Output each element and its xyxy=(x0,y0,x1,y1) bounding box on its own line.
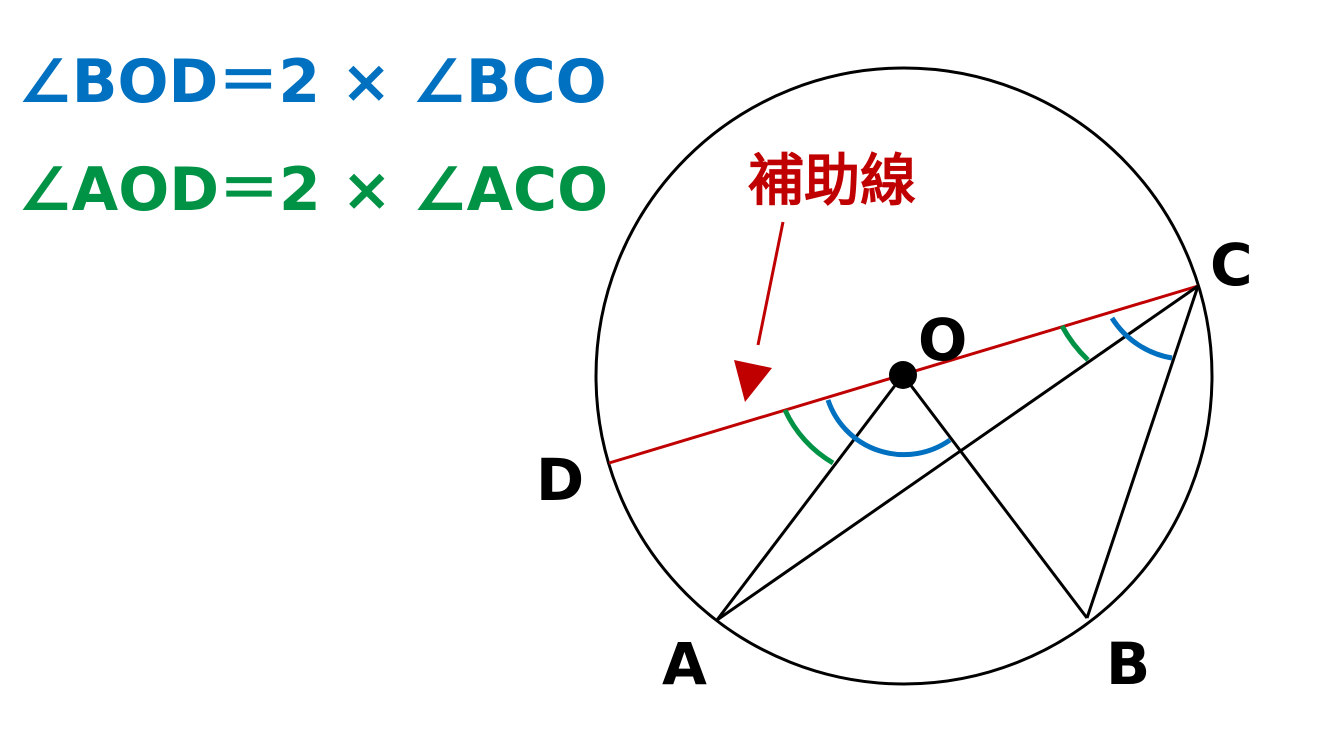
label-a: A xyxy=(662,630,707,698)
label-c: C xyxy=(1210,231,1253,299)
equation-bod: ∠BOD＝2 × ∠BCO xyxy=(18,47,607,117)
segment-ca xyxy=(716,284,1199,622)
angle-aod-arc xyxy=(782,408,835,466)
center-point-o xyxy=(889,361,917,389)
segment-cb xyxy=(1085,285,1200,619)
label-d: D xyxy=(536,446,584,514)
circle xyxy=(594,66,1214,686)
segment-oa xyxy=(715,374,905,621)
arrow-head-icon xyxy=(734,360,772,402)
arrow-shaft xyxy=(756,221,785,346)
angle-bod-arc xyxy=(825,399,952,458)
equation-aod: ∠AOD＝2 × ∠ACO xyxy=(18,155,608,225)
angle-bco-arc xyxy=(1109,316,1173,361)
label-b: B xyxy=(1106,630,1150,698)
auxiliary-line-label: 補助線 xyxy=(748,149,916,214)
segment-ob xyxy=(901,374,1089,619)
angle-aco-arc xyxy=(1059,324,1090,362)
label-o: O xyxy=(918,306,967,374)
